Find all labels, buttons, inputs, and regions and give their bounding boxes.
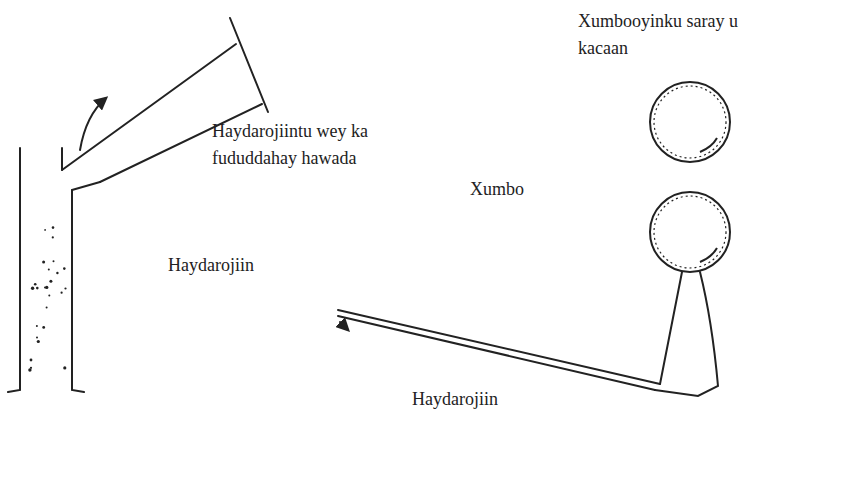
gas-dot [48, 269, 50, 271]
gas-dot [34, 283, 37, 286]
gas-dot [52, 236, 54, 238]
bubble-label: Xumbo [470, 176, 590, 203]
gas-dot [37, 340, 40, 343]
gas-dot [42, 326, 45, 329]
gas-dot [63, 366, 66, 369]
gas-dot [56, 272, 58, 274]
gas-dot [53, 260, 55, 262]
gas-dot [46, 307, 48, 309]
gas-dot [63, 267, 66, 270]
test-tube [8, 18, 268, 392]
gas-dot [36, 325, 38, 327]
gas-dot [30, 367, 32, 369]
bubbles [650, 82, 730, 272]
hydrogen-note: Haydarojiintu wey ka fududdahay hawada [212, 118, 382, 172]
gas-dot [36, 337, 38, 339]
gas-dot [30, 359, 33, 362]
gas-dot [61, 292, 63, 294]
gas-dot [44, 286, 46, 288]
gas-dot [36, 287, 39, 290]
gas-dot [44, 229, 46, 231]
gas-label: Haydarojiin [412, 386, 552, 413]
hydrogen-dots [28, 226, 66, 371]
gas-dot [31, 287, 34, 290]
gas-dot [48, 294, 50, 296]
gas-dot [49, 280, 52, 283]
gas-label: Haydarojiin [168, 252, 308, 279]
gas-dot [64, 287, 66, 289]
bubbles-label: Xumbooyinku saray u kacaan [578, 8, 778, 62]
delivery-tube [338, 272, 718, 396]
gas-dot [42, 260, 45, 263]
gas-dot [52, 226, 55, 229]
